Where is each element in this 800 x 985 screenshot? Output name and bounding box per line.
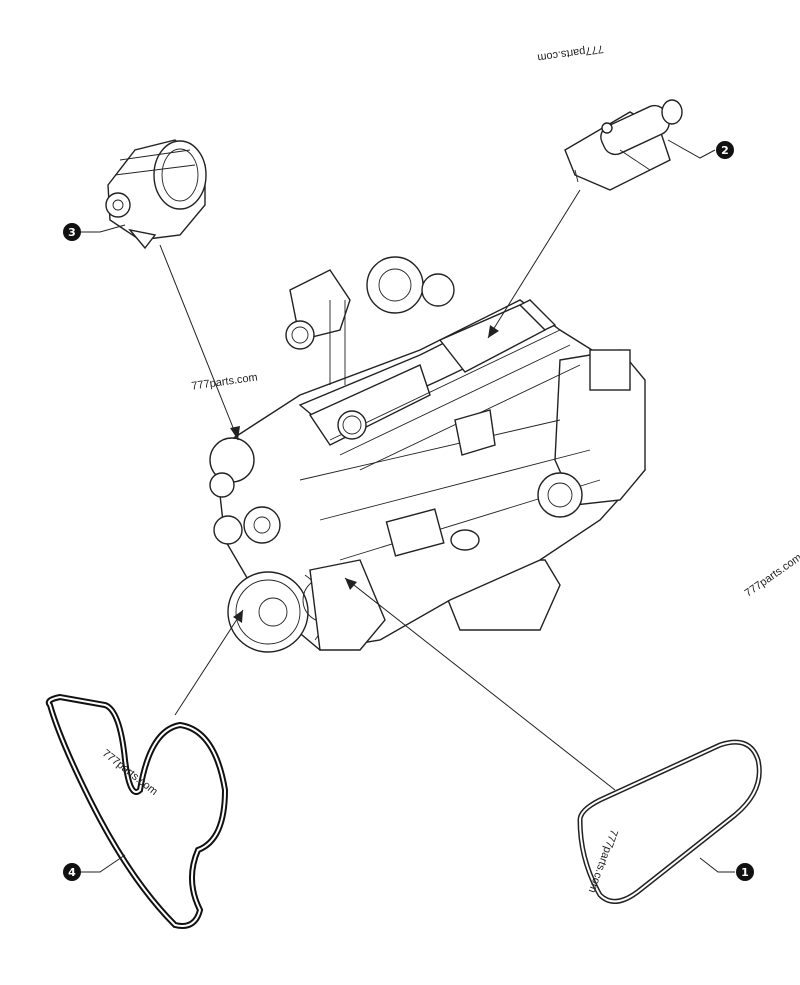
- watermark-text: 777parts.com: [191, 371, 259, 392]
- watermark-text: 777parts.com: [743, 552, 800, 600]
- callout-4: 4: [63, 863, 81, 881]
- callout-number: 4: [68, 866, 76, 879]
- alternator: [105, 139, 207, 250]
- callout-number: 2: [721, 144, 729, 157]
- watermark-text: 777parts.com: [537, 42, 605, 63]
- serpentine-belt: [45, 693, 229, 929]
- callout-3: 3: [63, 223, 81, 241]
- callout-1: 1: [736, 863, 754, 881]
- engine-assembly: [209, 256, 646, 653]
- watermark-text: 777parts.com: [586, 828, 620, 895]
- v-belt: [577, 739, 762, 904]
- callout-number: 1: [741, 866, 749, 879]
- starter-motor: [564, 99, 683, 191]
- callout-number: 3: [68, 226, 76, 239]
- callout-2: 2: [716, 141, 734, 159]
- leader-lines: [80, 139, 735, 873]
